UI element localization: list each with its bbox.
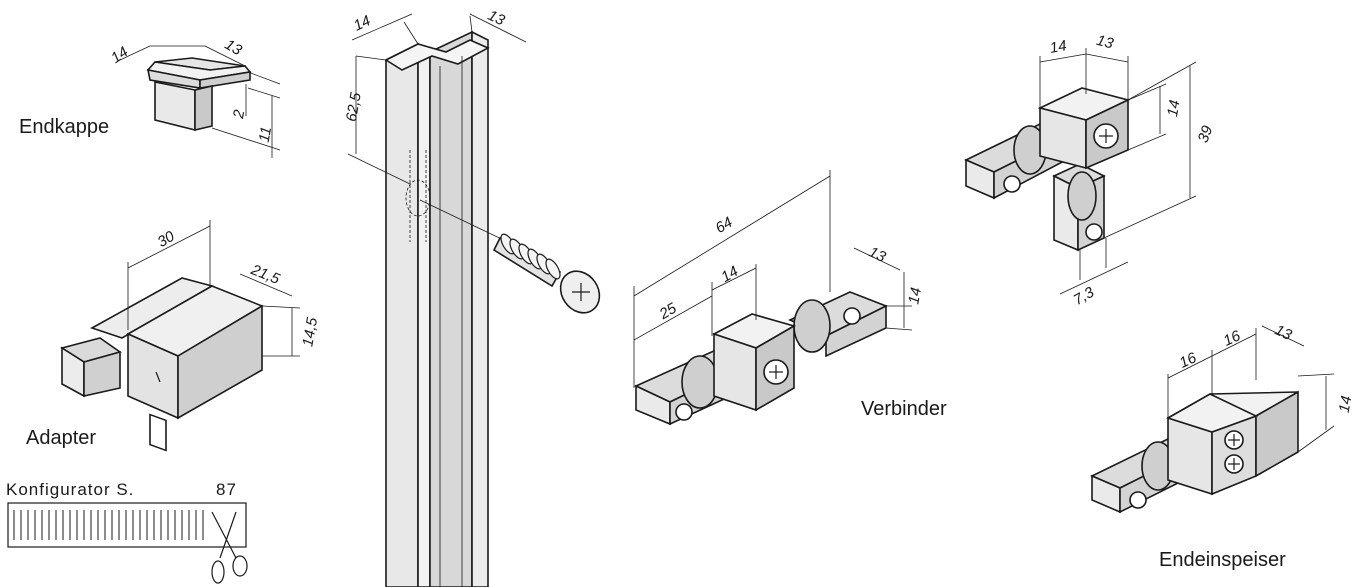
dim-winkel-width: 14 <box>1049 37 1068 57</box>
dim-endein-depth: 13 <box>1272 321 1295 344</box>
dim-verbinder-depth: 13 <box>866 243 889 266</box>
label-endeinspeiser: Endeinspeiser <box>1159 549 1286 571</box>
dim-adapter-depth: 21,5 <box>248 261 283 288</box>
dim-endkappe-depth: 13 <box>222 36 246 59</box>
label-verbinder: Verbinder <box>861 398 947 420</box>
dim-endkappe-height: 11 <box>256 125 275 143</box>
dim-endkappe-height-inner: 2 <box>230 108 248 121</box>
dim-verbinder-block: 14 <box>718 263 741 286</box>
dim-winkel-block: 14 <box>1164 99 1184 118</box>
konfigurator-hint: Konfigurator S. 87 <box>6 480 248 584</box>
label-endkappe: Endkappe <box>19 116 109 138</box>
dim-endein-height: 14 <box>1336 395 1356 414</box>
scissors-icon <box>211 511 248 584</box>
screw-icon <box>419 199 601 314</box>
dim-adapter-length: 30 <box>155 228 179 251</box>
winkelverbinder-drawing: 14 13 14 39 7,3 <box>964 32 1217 309</box>
dim-verbinder-left: 25 <box>656 300 680 324</box>
rail-drawing: 14 13 62,5 <box>343 7 527 587</box>
endkappe-drawing: 14 13 2 11 <box>108 36 281 158</box>
screw-thread <box>545 258 561 280</box>
dim-rail-width: 14 <box>351 12 373 34</box>
dim-winkel-depth: 13 <box>1095 32 1116 53</box>
dim-endein-mid: 16 <box>1221 327 1244 350</box>
konfigurator-page: 87 <box>216 480 237 499</box>
adapter-drawing: 30 21,5 14,5 <box>60 220 321 452</box>
label-adapter: Adapter <box>26 427 96 449</box>
konfigurator-label: Konfigurator S. <box>6 480 134 499</box>
dim-endkappe-width: 14 <box>108 43 131 66</box>
dim-verbinder-length: 64 <box>713 214 736 237</box>
dim-adapter-height: 14,5 <box>299 316 321 348</box>
dim-endein-left: 16 <box>1177 349 1200 372</box>
dim-verbinder-height: 14 <box>905 286 925 305</box>
verbinder-drawing: 64 25 14 13 14 <box>633 170 925 426</box>
ruler-icon <box>7 502 247 548</box>
dim-rail-hole-offset: 62,5 <box>343 91 365 123</box>
dim-winkel-height: 39 <box>1195 123 1217 145</box>
endeinspeiser-drawing: 16 16 13 14 <box>1090 321 1356 514</box>
dim-rail-depth: 13 <box>485 7 508 30</box>
